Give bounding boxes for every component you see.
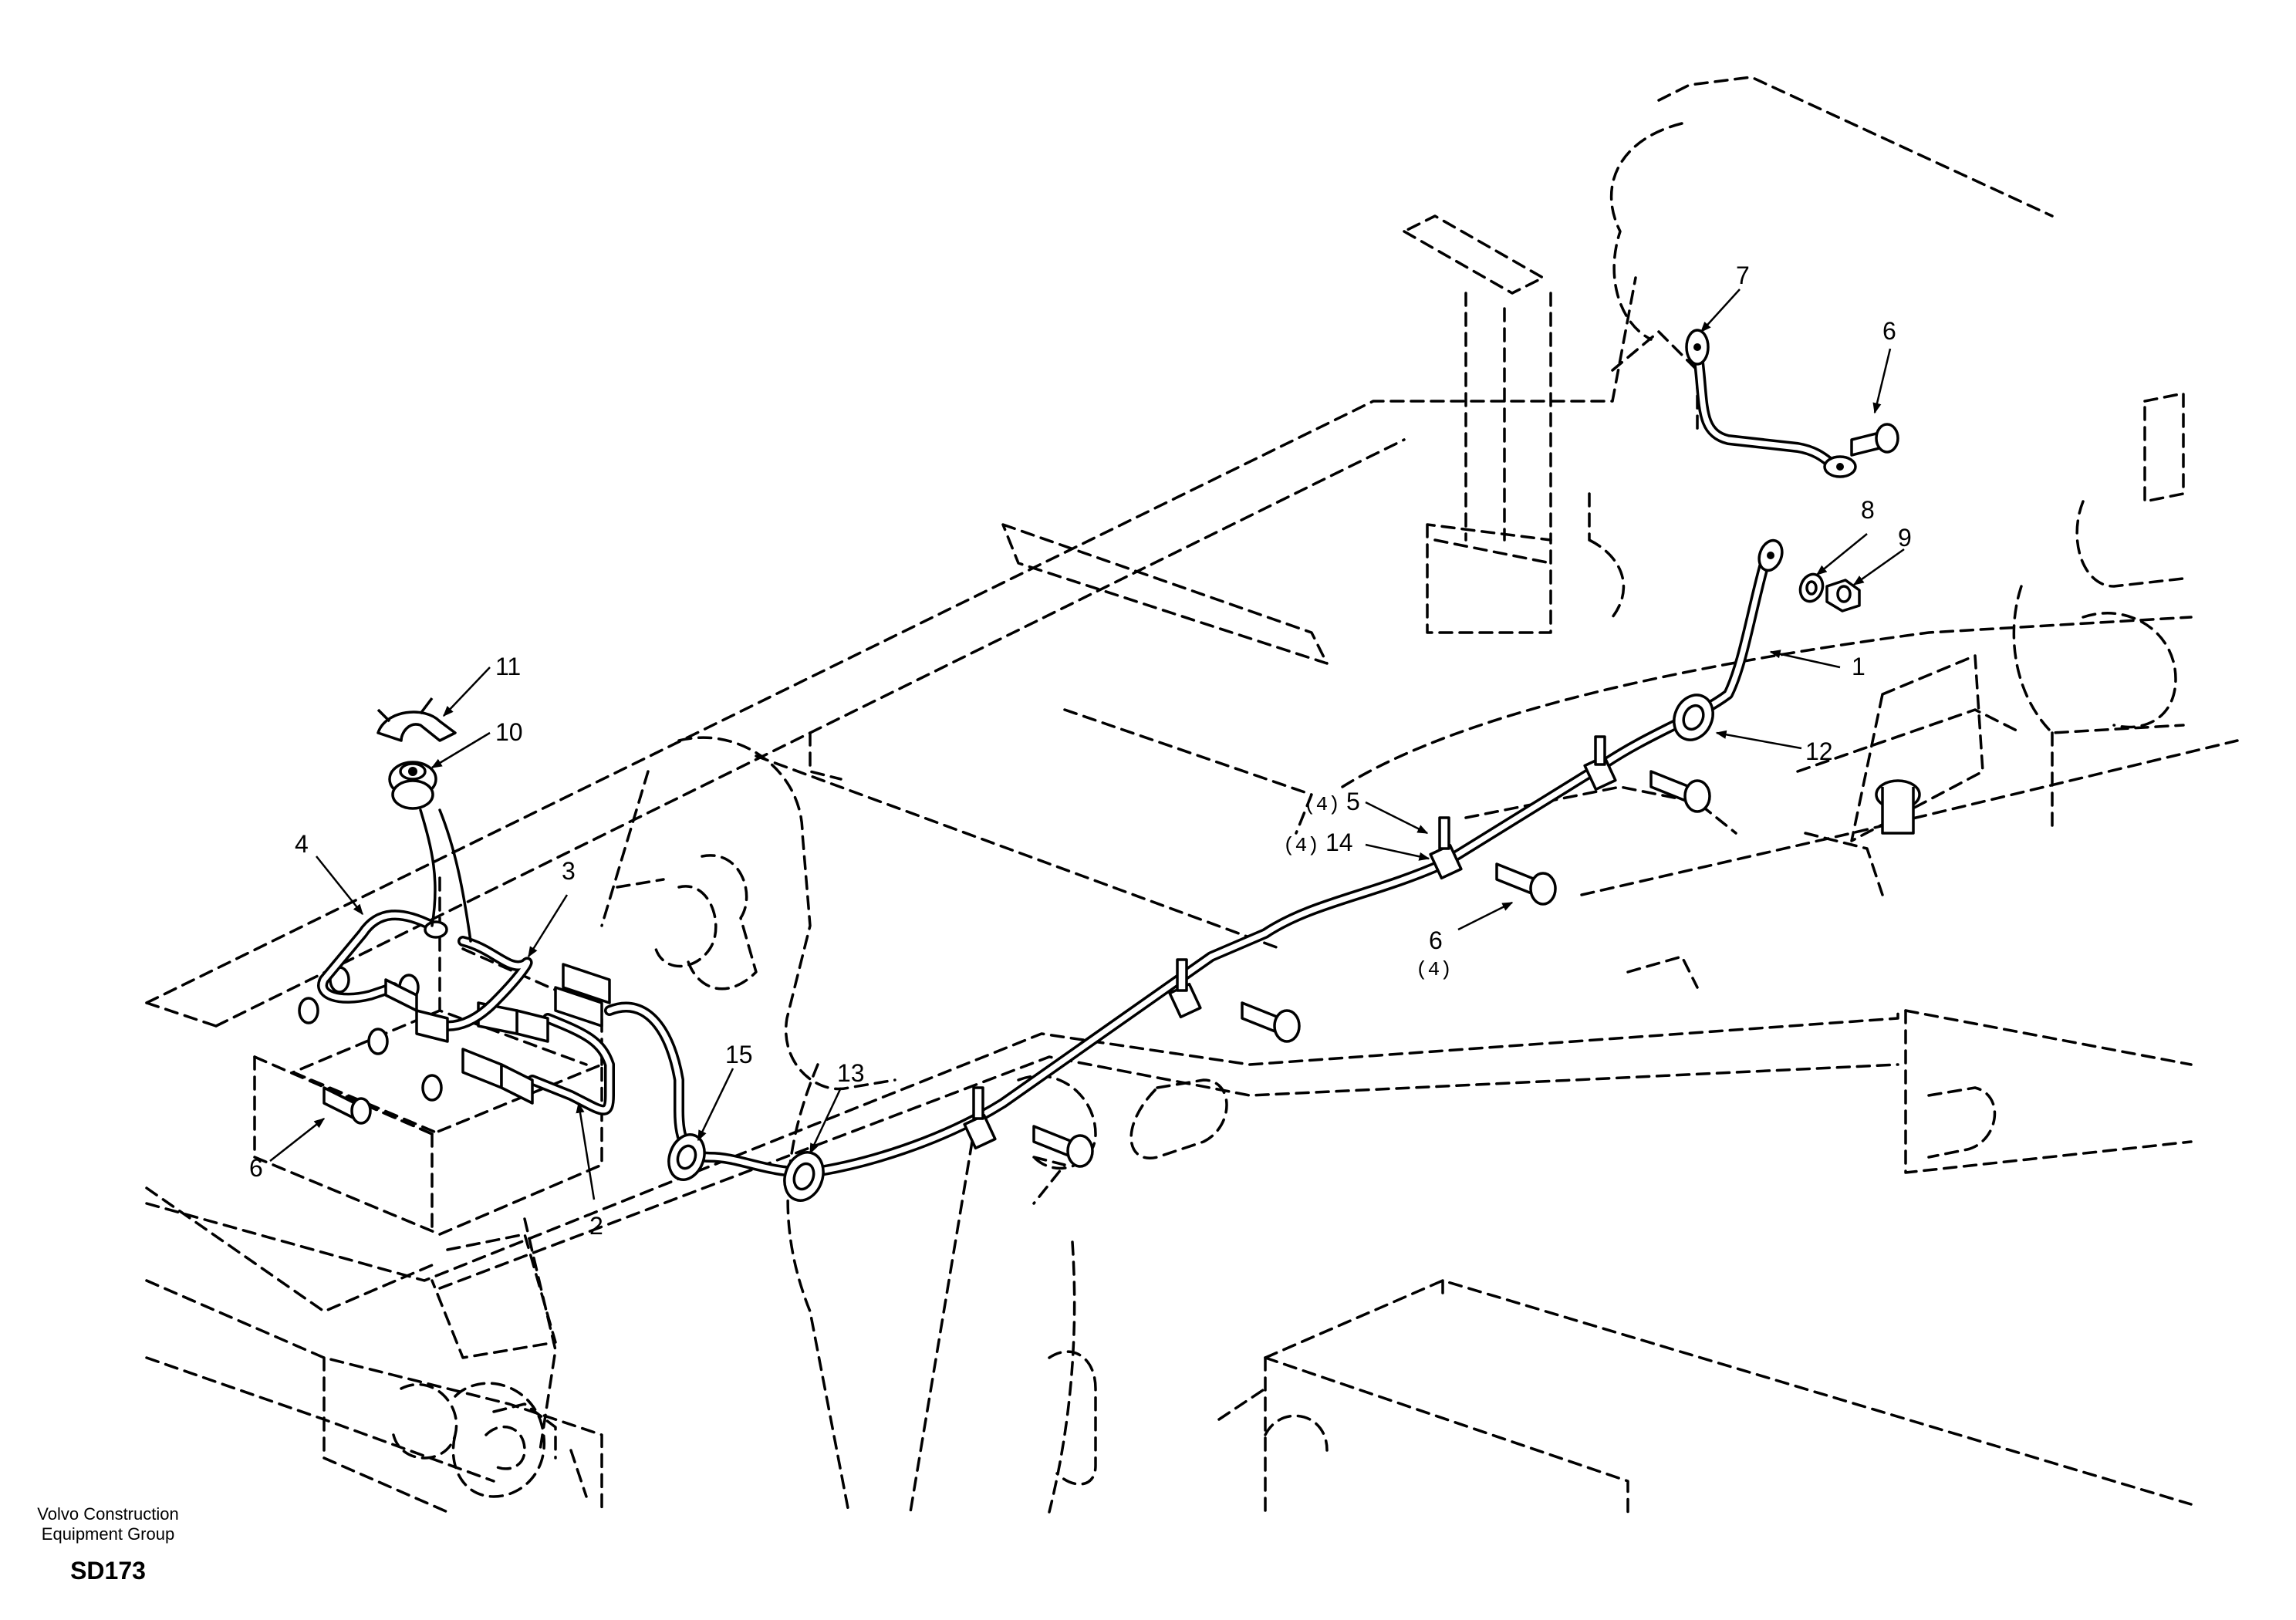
- callout-15: 15: [725, 1041, 753, 1068]
- clamp: [1429, 816, 1463, 880]
- nut-9: [1825, 579, 1861, 613]
- battery-cable-3: [415, 936, 611, 1043]
- battery-cable-2: [461, 1001, 615, 1115]
- battery-cable-main: [604, 550, 1772, 1178]
- company-line-2: Equipment Group: [41, 1524, 175, 1544]
- callout-7: 7: [1736, 262, 1750, 289]
- bolt-6-left: [322, 1086, 372, 1125]
- grommet-12: [1673, 694, 1714, 741]
- master-switch-10: [388, 761, 437, 810]
- machine-frame-outline: [145, 76, 2239, 1514]
- frame-bolt-right: [1875, 779, 1921, 835]
- grommet-15: [667, 1133, 706, 1181]
- cable-clamps: [963, 735, 1617, 1150]
- company-name: Volvo Construction Equipment Group: [31, 1504, 185, 1544]
- clamp: [1168, 958, 1202, 1019]
- callout-labels: 1 2 3 4 (4) 5 6 6 6 (4) 7 8 9 10 11 12 1…: [249, 262, 1912, 1240]
- callout-3: 3: [562, 857, 576, 885]
- callout-11: 11: [495, 653, 521, 680]
- bolt: [1032, 1125, 1094, 1168]
- callout-8: 8: [1861, 496, 1875, 524]
- callout-6-center-qty: (4): [1416, 958, 1452, 981]
- callout-5: 5: [1346, 788, 1360, 815]
- callout-6-top: 6: [1882, 317, 1896, 345]
- callout-6-left: 6: [249, 1154, 263, 1182]
- bolt-6-top: [1850, 423, 1899, 457]
- callout-14-qty: (4): [1283, 834, 1319, 857]
- grommet-13: [783, 1151, 825, 1202]
- callout-9: 9: [1898, 524, 1912, 552]
- battery-cable-4: [317, 910, 448, 1012]
- callout-5-qty: (4): [1304, 793, 1340, 816]
- callout-1: 1: [1852, 653, 1866, 680]
- switch-wire: [419, 808, 472, 943]
- battery-terminals: [298, 966, 443, 1102]
- callout-6-center: 6: [1429, 926, 1443, 954]
- bolt: [1241, 1001, 1301, 1043]
- clamp: [1583, 735, 1617, 791]
- bolt: [1649, 770, 1711, 813]
- clamp-bolts: [1032, 770, 1711, 1168]
- bolt: [1495, 862, 1557, 906]
- company-line-1: Volvo Construction: [37, 1504, 179, 1524]
- callout-leaders: [269, 289, 1905, 1200]
- cable-lug-top: [1757, 538, 1784, 572]
- callout-4: 4: [295, 830, 309, 858]
- switch-cap-11: [376, 697, 457, 742]
- callout-14: 14: [1325, 829, 1353, 856]
- drawing-code: SD173: [70, 1557, 146, 1585]
- ground-cable-7: [1685, 329, 1857, 478]
- callout-10: 10: [495, 718, 523, 746]
- clamp: [963, 1086, 997, 1150]
- washer-8: [1798, 572, 1825, 603]
- callout-13: 13: [837, 1059, 865, 1087]
- callout-12: 12: [1805, 737, 1833, 765]
- callout-2: 2: [589, 1212, 603, 1240]
